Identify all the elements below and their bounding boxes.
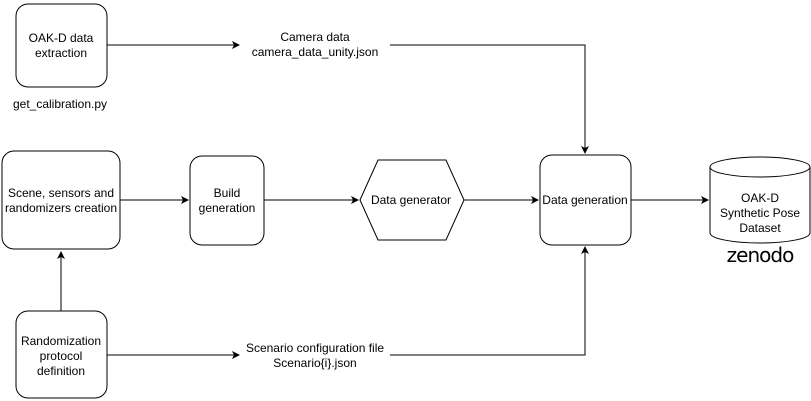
node-build-generation: Build generation <box>189 155 265 246</box>
node-randomization-line-1: Randomization <box>21 334 101 348</box>
label-camera-data: Camera data camera_data_unity.json <box>252 30 379 59</box>
label-scenario-config-line-2: Scenario{i}.json <box>273 356 356 370</box>
zenodo-logo: zenodo <box>727 243 794 267</box>
node-build-generation-line-2: generation <box>199 201 256 215</box>
node-data-generator: Data generator <box>359 159 465 241</box>
node-oak-extraction-line-2: extraction <box>35 46 87 60</box>
edge-camera-label-to-data-generation <box>390 44 589 154</box>
node-data-generation-line-1: Data generation <box>542 193 627 207</box>
node-dataset: OAK-D Synthetic Pose Dataset <box>709 156 811 244</box>
label-scenario-config-line-1: Scenario configuration file <box>246 341 384 355</box>
label-camera-data-line-1: Camera data <box>280 30 350 44</box>
edges <box>57 41 709 359</box>
node-randomization: Randomization protocol definition <box>15 310 108 399</box>
node-randomization-line-3: definition <box>37 364 85 378</box>
node-build-generation-line-1: Build <box>214 186 241 200</box>
label-scenario-config: Scenario configuration file Scenario{i}.… <box>246 341 384 370</box>
node-dataset-line-2: Synthetic Pose <box>720 206 800 220</box>
node-scene-creation: Scene, sensors and randomizers creation <box>1 150 121 250</box>
edge-scenario-label-to-data-generation <box>390 246 589 356</box>
node-oak-extraction: OAK-D data extraction <box>15 3 108 88</box>
node-oak-extraction-line-1: OAK-D data <box>29 31 94 45</box>
node-data-generation: Data generation <box>539 154 632 246</box>
calibration-script-caption: get_calibration.py <box>13 97 107 111</box>
node-scene-creation-line-2: randomizers creation <box>5 201 117 215</box>
node-scene-creation-line-1: Scene, sensors and <box>8 186 114 200</box>
node-randomization-line-2: protocol <box>40 349 83 363</box>
node-dataset-line-1: OAK-D <box>741 191 779 205</box>
node-dataset-line-3: Dataset <box>739 221 781 235</box>
label-camera-data-line-2: camera_data_unity.json <box>252 45 379 59</box>
node-data-generator-line-1: Data generator <box>371 193 451 207</box>
